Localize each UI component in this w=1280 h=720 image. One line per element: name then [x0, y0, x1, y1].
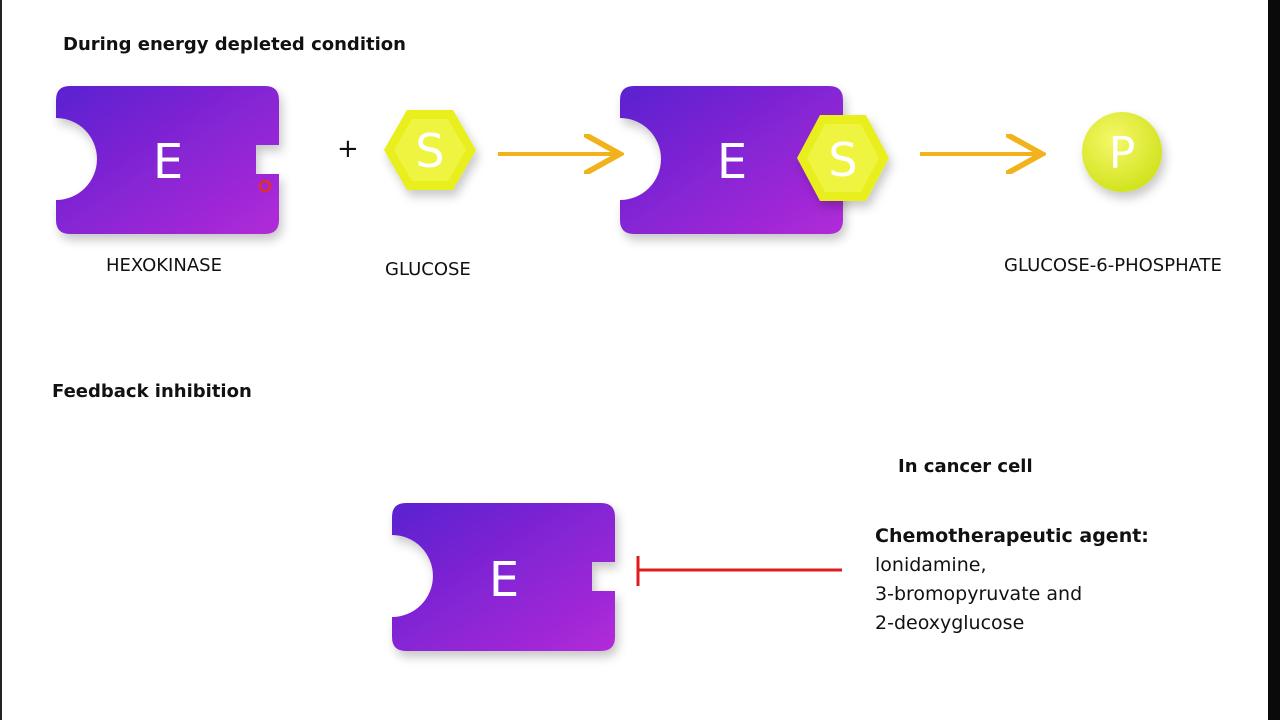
label-hexokinase: HEXOKINASE: [106, 255, 222, 276]
heading-cancer-cell: In cancer cell: [898, 456, 1033, 477]
substrate-letter-2: S: [828, 133, 857, 187]
agent-line-2: 3-bromopyruvate and: [875, 583, 1083, 605]
enzyme-block-3: [392, 503, 615, 651]
agent-line-3: 2-deoxyglucose: [875, 612, 1025, 634]
label-glucose-6-phosphate: GLUCOSE-6-PHOSPHATE: [1004, 255, 1222, 276]
heading-energy-depleted: During energy depleted condition: [63, 34, 406, 55]
substrate-hexagon-1: [384, 110, 476, 190]
substrate-letter-1: S: [415, 124, 444, 178]
enzyme-block-2: [620, 86, 843, 234]
label-glucose: GLUCOSE: [385, 259, 471, 280]
product-letter: P: [1109, 128, 1136, 179]
agent-line-1: lonidamine,: [875, 554, 987, 576]
enzyme-letter-3: E: [489, 552, 519, 608]
left-border: [0, 0, 2, 720]
heading-feedback-inhibition: Feedback inhibition: [52, 381, 252, 402]
enzyme-block-1: [56, 86, 279, 234]
product-circle: [1082, 112, 1162, 192]
substrate-hexagon-2: [797, 115, 889, 201]
plus-sign: +: [337, 134, 359, 164]
enzyme-letter-1: E: [153, 134, 183, 190]
chemotherapeutic-agent-block: Chemotherapeutic agent: lonidamine, 3-br…: [875, 522, 1149, 638]
cursor-marker: [258, 179, 272, 193]
right-border: [1268, 0, 1280, 720]
agent-title: Chemotherapeutic agent:: [875, 525, 1149, 547]
enzyme-letter-2: E: [717, 134, 747, 190]
